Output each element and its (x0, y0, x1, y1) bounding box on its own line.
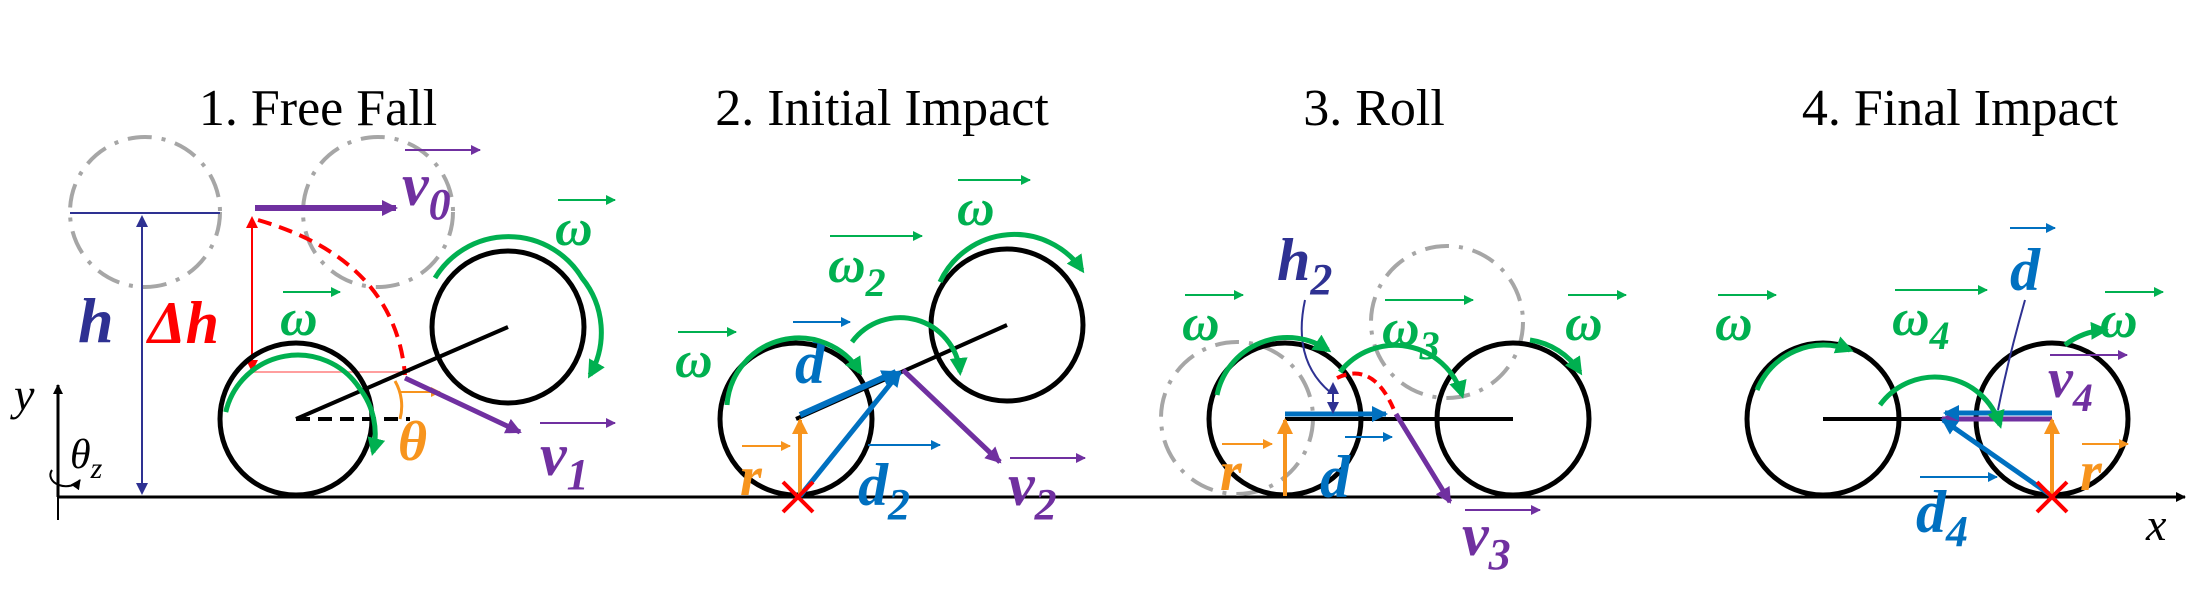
v1-arrow (403, 375, 522, 435)
d-vector-arrow (798, 369, 898, 418)
d4-label: d4 (1916, 479, 1968, 556)
d4-arrow (1941, 417, 2054, 499)
stage-2-initial-impact: d d2 r v2 ω ω2 ω (675, 175, 1086, 529)
r-label: r (1220, 441, 1243, 503)
ghost-wheel-right (1369, 244, 1525, 400)
omega-right-label: ω (957, 180, 995, 237)
theta-z-label: θz (70, 432, 103, 485)
stage-4-title: 4. Final Impact (1802, 80, 2119, 137)
omega-arc-left (724, 335, 863, 406)
d2-arrow (798, 370, 902, 498)
v3-arrow (1393, 412, 1453, 504)
stage-2-title: 2. Initial Impact (715, 80, 1049, 137)
omega-arc-left (1214, 334, 1332, 396)
omega-arc-right (1529, 337, 1583, 376)
omega2-arc (849, 315, 968, 376)
omega-left-label: ω (280, 290, 318, 347)
d-label: d (1320, 444, 1351, 510)
omega2-label: ω2 (828, 237, 886, 305)
v0-label: v0 (402, 152, 451, 229)
theta-arc (393, 380, 404, 420)
theta-label: θ (398, 411, 427, 473)
roll-trajectory (1336, 371, 1398, 416)
omega-arc-left (1754, 336, 1854, 391)
impact-point-marker (2035, 480, 2069, 514)
h2-label: h2 (1277, 227, 1332, 304)
stage-3-roll: d r h2 v3 ω ω3 ω (1159, 227, 1627, 579)
omega-right-label: ω (555, 200, 593, 257)
r-label: r (2080, 441, 2103, 503)
omega4-label: ω4 (1892, 290, 1950, 358)
omega-left-label: ω (1715, 295, 1753, 352)
omega-left-label: ω (675, 332, 713, 389)
ghost-wheel-right (301, 135, 455, 289)
omega-left-label: ω (1182, 295, 1220, 352)
v1-label: v1 (540, 422, 589, 499)
theta-z-rotation-icon (49, 469, 81, 491)
d2-label: d2 (858, 452, 910, 529)
d-pointer (1997, 299, 2026, 411)
omega-arc-right (937, 232, 1085, 284)
y-axis-label: y (10, 369, 35, 420)
h2-pointer (1300, 299, 1331, 393)
height-h-label: h (78, 285, 114, 356)
axle-bar (295, 325, 509, 421)
omega-arc-right (432, 234, 605, 379)
omega-right-label: ω (2100, 292, 2138, 349)
x-axis-label: x (2145, 499, 2167, 550)
r-label: r (740, 446, 763, 508)
wheel-right (429, 248, 587, 406)
omega-arc-right (2063, 321, 2109, 348)
stage-1-title: 1. Free Fall (199, 80, 437, 137)
omega-arc-left (223, 352, 386, 457)
omega-right-label: ω (1565, 295, 1603, 352)
v2-arrow (901, 368, 1002, 464)
stage-3-title: 3. Roll (1303, 80, 1445, 137)
omega3-arc (1338, 342, 1467, 399)
stage-1-free-fall: h Δh θ v0 v1 ω ω (68, 135, 616, 499)
delta-h-label: Δh (146, 290, 219, 356)
stage-4-final-impact: d d4 r v4 ω ω4 ω (1715, 223, 2164, 556)
v4-label: v4 (2048, 348, 2093, 420)
fall-trajectory (257, 218, 407, 376)
d-label: d (2010, 237, 2041, 303)
impact-point-marker (781, 480, 815, 514)
omega3-label: ω3 (1382, 300, 1440, 368)
v2-label: v2 (1008, 452, 1057, 529)
v3-label: v3 (1462, 502, 1511, 579)
omega4-arc (1877, 374, 2005, 429)
